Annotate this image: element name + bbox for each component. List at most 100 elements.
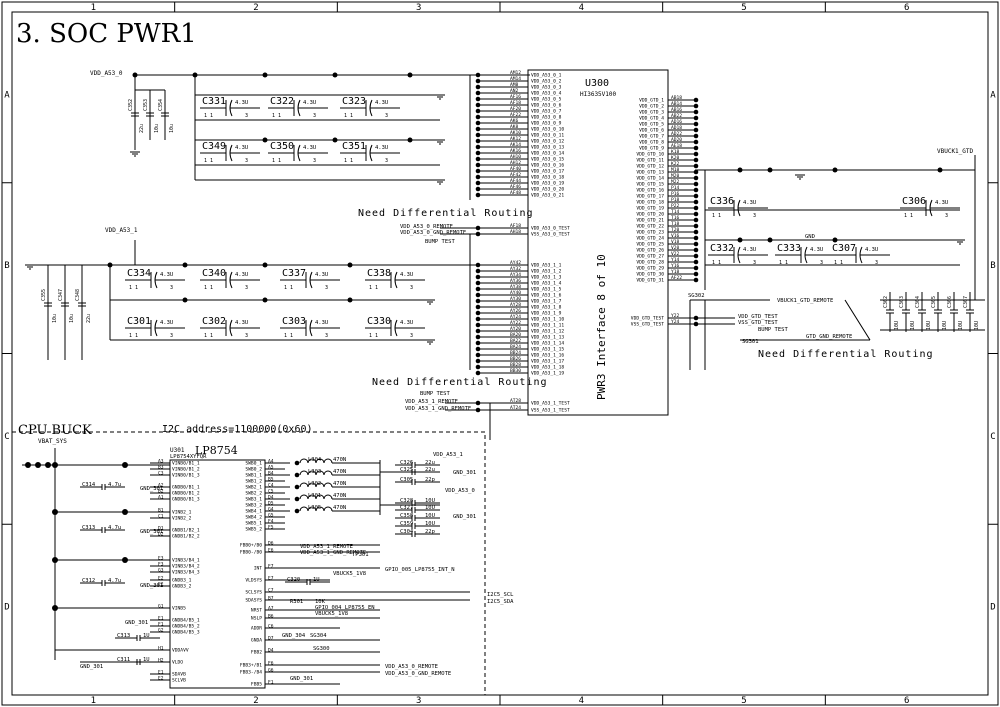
capacitor-ref: C314	[82, 482, 96, 488]
pin-net: VDD_A53_0_9	[531, 121, 562, 127]
buck-net-gnd301h: GND_301	[290, 676, 313, 682]
pin-net: VDD_GTD_3	[639, 110, 664, 116]
pin-number: AY26	[510, 308, 521, 314]
gtd-dots	[737, 167, 943, 243]
capacitor-value: 1U	[143, 657, 150, 663]
ground-symbol	[435, 139, 445, 145]
capacitor-ref: C340	[202, 268, 226, 279]
pin-net: VDD_A53_1_6	[531, 293, 562, 299]
grid-col-label-bottom: 2	[253, 696, 258, 706]
pin-name: SWB4_2	[245, 515, 262, 521]
inductor-ref: L305	[308, 505, 321, 511]
pin-number: B1	[158, 508, 164, 514]
ground-symbol	[435, 179, 445, 185]
pin-net: VDD_A53_1_16	[531, 353, 564, 359]
u301-part: LP8754	[195, 444, 238, 457]
pin-number: AF16	[510, 94, 521, 100]
pin-name: SWB3_1	[245, 497, 262, 503]
routing-note-middle: Need Differential Routing	[372, 377, 548, 388]
ground-symbol	[425, 299, 435, 305]
pin-net: VDD_A53_0_TEST	[531, 226, 570, 232]
pin-number: B3	[158, 465, 164, 471]
pin-net: VDD_A53_1_13	[531, 335, 564, 341]
pin-net: VDD_GTD_5	[639, 122, 664, 128]
capacitor-value: 10U	[894, 321, 900, 330]
capacitor-ref: C352	[128, 99, 134, 111]
label-bump-test-2: BUMP TEST	[758, 327, 788, 333]
pin-number: D2	[158, 532, 164, 538]
capacitor-ref: C313	[82, 525, 95, 531]
grid-row-label-right: A	[990, 90, 996, 100]
pin-number: G3	[158, 568, 164, 574]
label-gtd-remote: VBUCK1_GTD_REMOTE	[777, 298, 833, 304]
pin-number: P22	[671, 203, 680, 209]
pin-number: AK8	[510, 124, 519, 130]
capacitor-ref: C336	[710, 196, 734, 207]
pin-net: VDD_GTD_8	[639, 140, 664, 146]
pin-net: VDD_GTD_25	[636, 242, 664, 248]
ground-symbol	[435, 94, 445, 100]
pin-number: 3	[245, 333, 248, 339]
capacitor-ref: C351	[342, 141, 366, 152]
pin-number: Y24	[671, 319, 680, 325]
pin-number: C3	[158, 471, 164, 477]
pin-number: AM12	[510, 70, 521, 76]
pin-number: A1	[158, 495, 164, 501]
pin-name: SWB4_1	[245, 509, 262, 515]
pin-net: VSS_A53_0_TEST	[531, 232, 570, 238]
pin-number: AM8	[510, 82, 519, 88]
buck-net-gpio: GPIO_005_LP8755_INT_N	[385, 567, 455, 573]
pin-number: AY28	[510, 302, 521, 308]
capacitor-ref: C350	[270, 141, 294, 152]
pin-number: A3	[158, 459, 164, 465]
u301-symbol	[169, 459, 266, 689]
a53-1-dots	[107, 262, 353, 303]
pin-name: FBB3+/B1	[240, 663, 262, 669]
pin-number: AY36	[510, 278, 521, 284]
pin-number: A2	[158, 483, 164, 489]
capacitor-ref: C362	[883, 296, 889, 308]
pin-number: BB24	[510, 350, 521, 356]
capacitor-ref: C323	[342, 96, 366, 107]
cpu-buck-frame	[11, 431, 486, 696]
buck-net-gpio004: GPIO_004_LP8755_EN	[315, 605, 375, 611]
pin-number: P16	[671, 191, 680, 197]
pin-number: 3	[753, 260, 756, 266]
pin-number: AD16	[671, 119, 682, 125]
pin-net: VDD_GTD_15	[636, 182, 664, 188]
u301-right-pins: A4SWB0_1A5SWB0_2B4SWB1_1B5SWB1_2C4SWB2_1…	[240, 459, 285, 688]
capacitor-ref: C306	[902, 196, 926, 207]
pin-number: T14	[671, 209, 680, 215]
pin-number: AB14	[671, 101, 682, 107]
pin-number: AF46	[510, 184, 521, 190]
pin-name: FBB2	[251, 650, 262, 656]
pin-number: F7	[268, 564, 274, 570]
pin-number: F6	[268, 661, 274, 667]
capacitor-ref: C330	[367, 316, 391, 327]
capacitor-ref: C348	[75, 289, 81, 301]
capacitor-value: 10U	[425, 513, 435, 519]
pin-net: VDD_GTD_14	[636, 176, 664, 182]
capacitor-ref: C353	[143, 99, 149, 111]
routing-note-top: Need Differential Routing	[358, 208, 534, 219]
pin-number: AY20	[510, 326, 521, 332]
capacitor-value: 4.3U	[235, 145, 248, 151]
inductor-ref: L303	[308, 469, 321, 475]
buck-net-gnd301f: GND_301	[125, 620, 148, 626]
pin-name: SWB3_2	[245, 503, 262, 509]
pin-number: Y16	[671, 263, 680, 269]
capacitor-value: 4.3U	[303, 100, 316, 106]
